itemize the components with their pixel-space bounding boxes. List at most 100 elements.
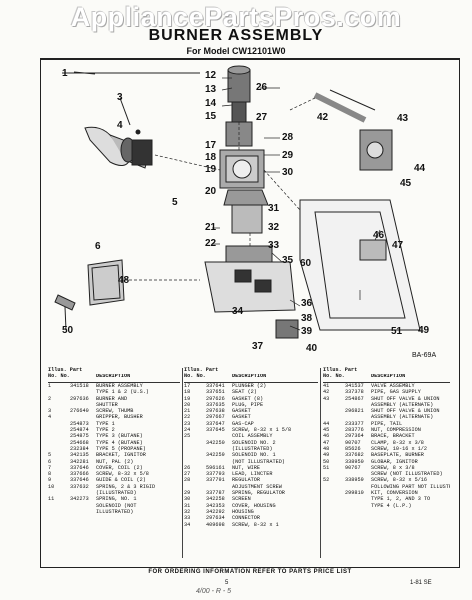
illus-number: 6 <box>48 458 52 465</box>
header-no: No. No. <box>184 372 206 379</box>
description: BASEPLATE, BURNER <box>371 452 424 459</box>
description: SPRING, 2 & 3 RIGID <box>96 483 156 490</box>
description: NUT, PAL (2) <box>96 458 134 465</box>
table-row: (NOT ILLUSTRATED) <box>184 459 318 465</box>
header-desc: DESCRIPTION <box>371 373 406 379</box>
illus-number: 31 <box>184 502 191 509</box>
description: SCREW, 8 x 3/8 <box>371 464 415 471</box>
description: REGULATOR <box>232 477 261 484</box>
table-header: Illus. Part No. No.DESCRIPTION <box>323 367 450 383</box>
callout-45: 45 <box>400 178 412 189</box>
callout-3: 3 <box>117 92 123 103</box>
callout-47: 47 <box>392 240 404 251</box>
part-number: 337632 <box>70 483 89 490</box>
table-divider-1 <box>182 368 183 558</box>
callout-14: 14 <box>205 98 217 109</box>
part-number: 337645 <box>206 427 225 434</box>
table-row: ASSEMBLY (ALTERNATE) <box>323 402 450 408</box>
description: ADJUSTMENT SCREW <box>232 483 282 490</box>
table-row: ADJUSTMENT SCREW <box>184 484 318 490</box>
table-row: 2 297636 BURNER AND <box>48 396 180 402</box>
part-number: 337793 <box>206 471 225 478</box>
illus-number: 22 <box>184 414 191 421</box>
callout-35: 35 <box>282 255 294 266</box>
part-number: 337641 <box>206 383 225 389</box>
callout-22: 22 <box>205 238 217 249</box>
part-number: 337378 <box>345 389 364 396</box>
part-number: 297636 <box>70 395 89 402</box>
header-no: No. No. <box>48 372 70 379</box>
illus-number: 50 <box>323 458 330 465</box>
description: BRACE, BRACKET <box>371 433 415 440</box>
callout-43: 43 <box>397 113 409 124</box>
illus-number: 25 <box>184 433 191 440</box>
illus-number: 49 <box>323 452 330 459</box>
illus-number: 24 <box>184 427 191 434</box>
callout-39: 39 <box>301 326 313 337</box>
illus-number: 34 <box>184 521 191 528</box>
callout-49: 49 <box>418 325 430 336</box>
table-row: FOLLOWING PART NOT ILLUSTRATED <box>323 484 450 490</box>
part-number <box>70 509 96 515</box>
table-row: SHUTTER <box>48 402 180 408</box>
illus-number: 8 <box>48 471 52 478</box>
part-number: 90707 <box>345 439 361 446</box>
callout-13: 13 <box>205 84 217 95</box>
description: SCREW, 8-32 x 1 5/8 <box>232 427 292 434</box>
description: NUT, COMPRESSION <box>371 427 421 434</box>
description: SCREW, 10-16 x 1/2 <box>371 445 428 452</box>
callout-51: 51 <box>391 326 403 337</box>
illus-number: 45 <box>323 427 330 434</box>
part-number: 409698 <box>206 521 225 528</box>
part-number: 297364 <box>345 433 364 440</box>
description: CONNECTOR <box>232 515 261 522</box>
part-number: 283776 <box>345 427 364 434</box>
ordering-footer: FOR ORDERING INFORMATION REFER TO PARTS … <box>148 569 352 575</box>
description: SHUTTER <box>96 401 118 408</box>
table-row: ASSEMBLY (ALTERNATE) <box>323 414 450 420</box>
illus-number: 33 <box>184 515 191 522</box>
illus-number: 29 <box>184 490 191 497</box>
description: (NOT ILLUSTRATED) <box>232 458 285 465</box>
callout-20: 20 <box>205 186 217 197</box>
part-number: 90767 <box>345 464 361 471</box>
description: SPRING, REGULATOR <box>232 490 285 497</box>
callout-28: 28 <box>282 132 294 143</box>
illus-number: 20 <box>184 401 191 408</box>
callout-26: 26 <box>256 82 268 93</box>
description: SPRING, NO. 1 <box>96 496 137 503</box>
callout-4: 4 <box>117 120 123 131</box>
description: NUT, WIRE <box>232 464 261 471</box>
callout-60: 60 <box>300 258 312 269</box>
callout-1: 1 <box>62 68 68 79</box>
part-number: 337646 <box>70 477 89 484</box>
description: BURNER AND <box>96 395 128 402</box>
description: SOLENOID NO. 2 <box>232 439 276 446</box>
model-subtitle: For Model CW12101W0 <box>186 46 286 56</box>
description: TYPE 2 <box>96 427 115 434</box>
part-number: 342353 <box>206 502 225 509</box>
part-number: 342273 <box>70 496 89 503</box>
illus-number: 2 <box>48 395 52 402</box>
description: KIT, CONVERSION <box>371 490 418 497</box>
callout-42: 42 <box>317 112 329 123</box>
handwritten-note: 4/00 - R - 5 <box>196 588 232 595</box>
